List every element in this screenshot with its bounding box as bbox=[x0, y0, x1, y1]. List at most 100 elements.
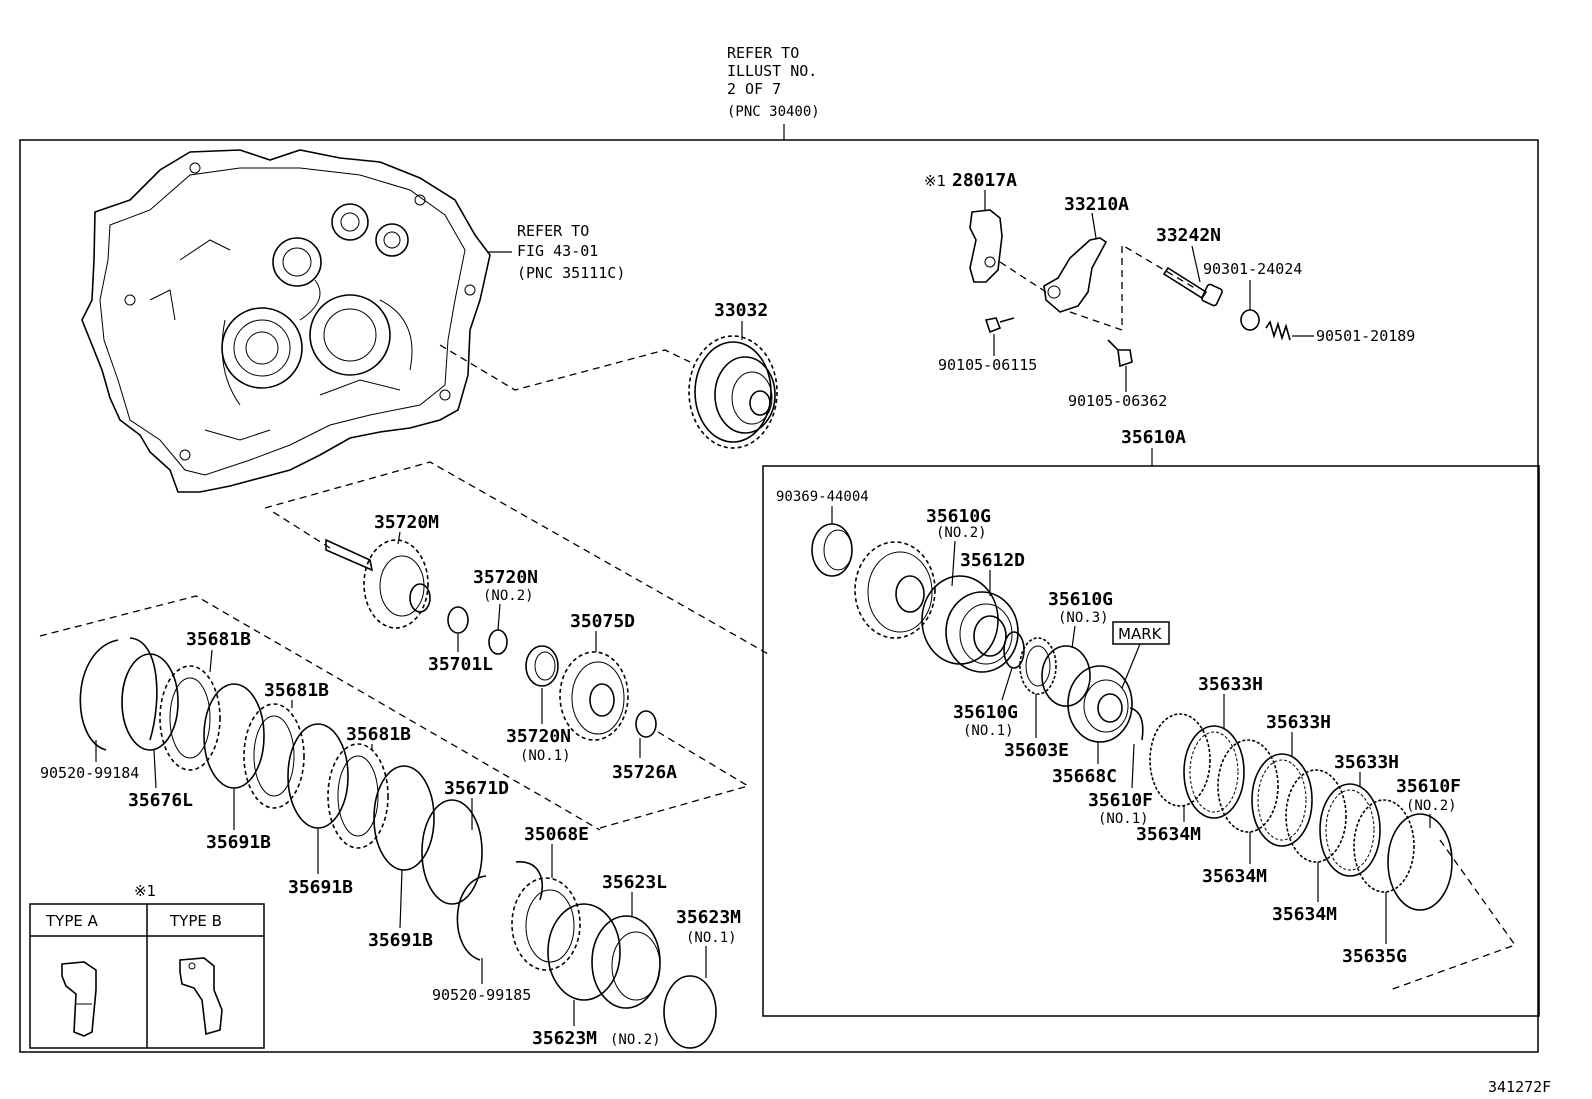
svg-text:ILLUST NO.: ILLUST NO. bbox=[727, 62, 817, 80]
leader-33210A bbox=[1091, 212, 1097, 239]
svg-text:FIG 43-01: FIG 43-01 bbox=[517, 242, 598, 260]
left-pack-dash-line bbox=[39, 595, 601, 831]
label-no2-c: (NO.2) bbox=[483, 588, 534, 604]
label-35720M: 35720M bbox=[374, 512, 439, 533]
part-35720N-no1-bearing bbox=[525, 645, 559, 687]
part-33032-gear bbox=[688, 335, 778, 449]
sub-assembly-dash-line bbox=[1389, 839, 1517, 991]
label-35634M-2: 35634M bbox=[1202, 866, 1267, 887]
part-35610G-no3-ring bbox=[1041, 645, 1091, 707]
label-no2-b: (NO.2) bbox=[1406, 798, 1457, 814]
part-90369-44004-bearing bbox=[811, 523, 853, 577]
label-35676L: 35676L bbox=[128, 790, 193, 811]
transaxle-case bbox=[81, 149, 491, 493]
label-35671D: 35671D bbox=[444, 778, 509, 799]
part-35726A-snap bbox=[635, 710, 657, 738]
part-35610F-no1-snap bbox=[1129, 707, 1144, 741]
part-90501-spring bbox=[1265, 320, 1291, 341]
part-35623M-no2-ring bbox=[547, 903, 621, 1001]
label-35681B-2: 35681B bbox=[264, 680, 329, 701]
label-35610F-no1: 35610F bbox=[1088, 790, 1153, 811]
label-35691B-3: 35691B bbox=[368, 930, 433, 951]
part-35068E-spring bbox=[511, 861, 581, 971]
part-35720N-no2-washer bbox=[488, 629, 508, 655]
part-35668C-retainer bbox=[1067, 665, 1133, 743]
label-35603E: 35603E bbox=[1004, 740, 1069, 761]
label-90105-06115: 90105-06115 bbox=[938, 356, 1037, 374]
label-35701L: 35701L bbox=[428, 654, 493, 675]
leader-35610G-no2 bbox=[951, 540, 956, 587]
label-no2-d: (NO.2) bbox=[610, 1032, 661, 1048]
part-35612D-piston bbox=[945, 591, 1019, 673]
label-35623M-no2: 35623M bbox=[532, 1028, 597, 1049]
svg-text:REFER TO: REFER TO bbox=[727, 44, 799, 62]
center-group-dash-line bbox=[264, 461, 771, 656]
sub-assembly-box bbox=[762, 465, 1540, 1017]
leader-35691B-3 bbox=[399, 869, 403, 929]
svg-text:2 OF 7: 2 OF 7 bbox=[727, 80, 781, 98]
outer-frame bbox=[19, 139, 1539, 1053]
label-35068E: 35068E bbox=[524, 824, 589, 845]
part-35701L-washer bbox=[447, 606, 469, 634]
label-no1-c: (NO.1) bbox=[520, 748, 571, 764]
label-33032: 33032 bbox=[714, 300, 768, 321]
label-35623L: 35623L bbox=[602, 872, 667, 893]
label-35720N-no2: 35720N bbox=[473, 567, 538, 588]
refer-case-note: REFER TO FIG 43-01 (PNC 35111C) bbox=[517, 222, 625, 282]
part-33242N-bolt bbox=[1162, 266, 1223, 307]
label-90105-06362: 90105-06362 bbox=[1068, 392, 1167, 410]
label-mark: MARK bbox=[1118, 625, 1163, 643]
type-legend: TYPE A TYPE B bbox=[29, 903, 265, 1049]
type-a-bracket-icon bbox=[61, 961, 97, 1037]
center-bottom-dash-line bbox=[599, 731, 750, 829]
legend-mark: ※1 bbox=[134, 882, 156, 900]
figure-id: 341272F bbox=[1488, 1078, 1551, 1096]
label-no2-a: (NO.2) bbox=[936, 525, 987, 541]
label-35633H-1: 35633H bbox=[1198, 674, 1263, 695]
label-35610G-no1: 35610G bbox=[953, 702, 1018, 723]
leader-35610F-no1 bbox=[1131, 743, 1135, 789]
label-35681B-1: 35681B bbox=[186, 629, 251, 650]
leader-35720M bbox=[397, 531, 401, 545]
part-35623L-piston bbox=[591, 915, 661, 1009]
label-90301-24024: 90301-24024 bbox=[1203, 260, 1302, 278]
label-mark-1: ※1 bbox=[924, 172, 946, 190]
svg-text:(PNC 30400): (PNC 30400) bbox=[727, 104, 820, 120]
legend-type-b: TYPE B bbox=[169, 912, 222, 930]
part-28017A-bracket bbox=[969, 209, 1003, 283]
mark-box bbox=[1112, 621, 1170, 645]
label-35691B-1: 35691B bbox=[206, 832, 271, 853]
svg-text:(PNC 35111C): (PNC 35111C) bbox=[517, 264, 625, 282]
label-35610F-no2: 35610F bbox=[1396, 776, 1461, 797]
leader-35676L bbox=[153, 749, 157, 789]
label-90501-20189: 90501-20189 bbox=[1316, 327, 1415, 345]
label-35612D: 35612D bbox=[960, 550, 1025, 571]
part-35610G-no1-ring bbox=[1003, 631, 1025, 669]
clutch-plates-left bbox=[79, 637, 487, 961]
part-90301-oring bbox=[1240, 309, 1260, 331]
label-35610G-no2: 35610G bbox=[926, 506, 991, 527]
part-35075D-gear bbox=[559, 651, 629, 741]
lever-dash-lines bbox=[999, 243, 1199, 331]
leader-35610G-no3 bbox=[1071, 625, 1076, 649]
label-90520-99185: 90520-99185 bbox=[432, 986, 531, 1004]
part-35720M-shaft bbox=[325, 538, 431, 629]
label-35634M-3: 35634M bbox=[1272, 904, 1337, 925]
label-no1-a: (NO.1) bbox=[963, 723, 1014, 739]
label-35633H-3: 35633H bbox=[1334, 752, 1399, 773]
part-snap-ring-1 bbox=[921, 575, 999, 665]
part-35610G-no2-drum bbox=[854, 541, 936, 639]
case-gear-dash-line bbox=[439, 344, 691, 391]
leader-35610G-no1 bbox=[1001, 667, 1013, 701]
label-35075D: 35075D bbox=[570, 611, 635, 632]
label-no3: (NO.3) bbox=[1058, 610, 1109, 626]
part-90105-06362-bolt bbox=[1107, 339, 1133, 368]
label-35633H-2: 35633H bbox=[1266, 712, 1331, 733]
label-no1-d: (NO.1) bbox=[686, 930, 737, 946]
label-35635G: 35635G bbox=[1342, 946, 1407, 967]
label-90520-99184: 90520-99184 bbox=[40, 764, 139, 782]
part-90105-06115-bolt bbox=[984, 317, 1015, 334]
label-35681B-3: 35681B bbox=[346, 724, 411, 745]
label-35726A: 35726A bbox=[612, 762, 677, 783]
